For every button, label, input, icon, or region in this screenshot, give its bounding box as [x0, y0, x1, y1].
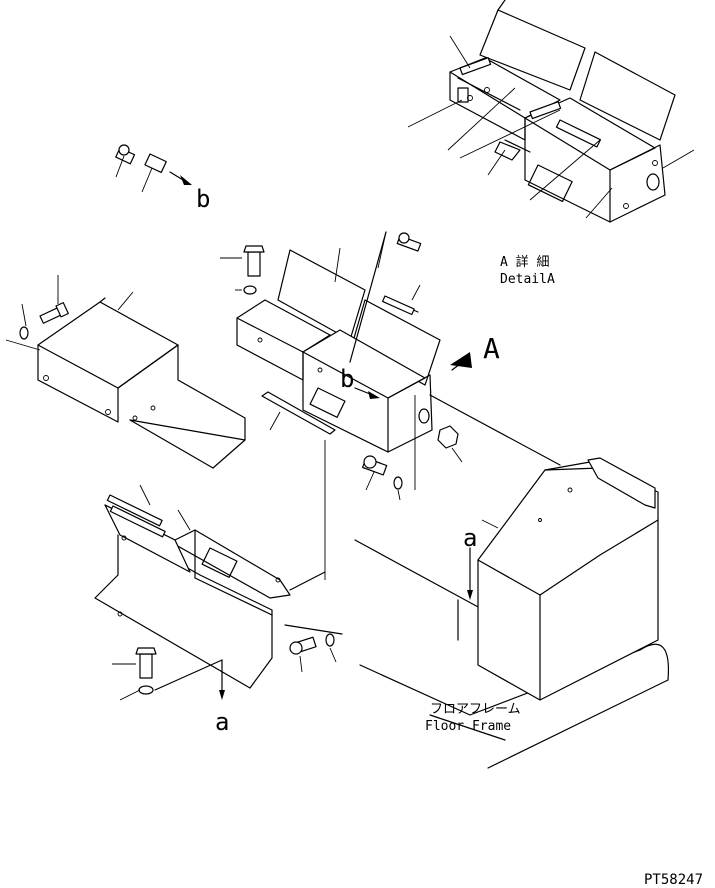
callout-a-right: a [463, 524, 477, 552]
bolt-clip-group-top [115, 144, 192, 193]
callout-a-left: a [215, 708, 229, 736]
floor-frame-assembly [354, 457, 670, 769]
detail-a-assembly [407, 0, 695, 223]
detail-label-jp: A 詳 細 [500, 254, 549, 270]
floor-frame-label-en: Floor Frame [425, 719, 511, 734]
part-code: PT58247 [644, 872, 703, 888]
callout-b-top: b [196, 185, 210, 213]
callout-view-a: A [483, 332, 500, 365]
detail-label-en: DetailA [500, 272, 555, 287]
center-bracket-assembly [220, 231, 561, 580]
callout-b-center: b [340, 365, 354, 393]
lower-left-plate [94, 484, 343, 701]
floor-frame-label-jp: フロアフレーム [430, 702, 521, 717]
left-cover-box [5, 275, 246, 469]
